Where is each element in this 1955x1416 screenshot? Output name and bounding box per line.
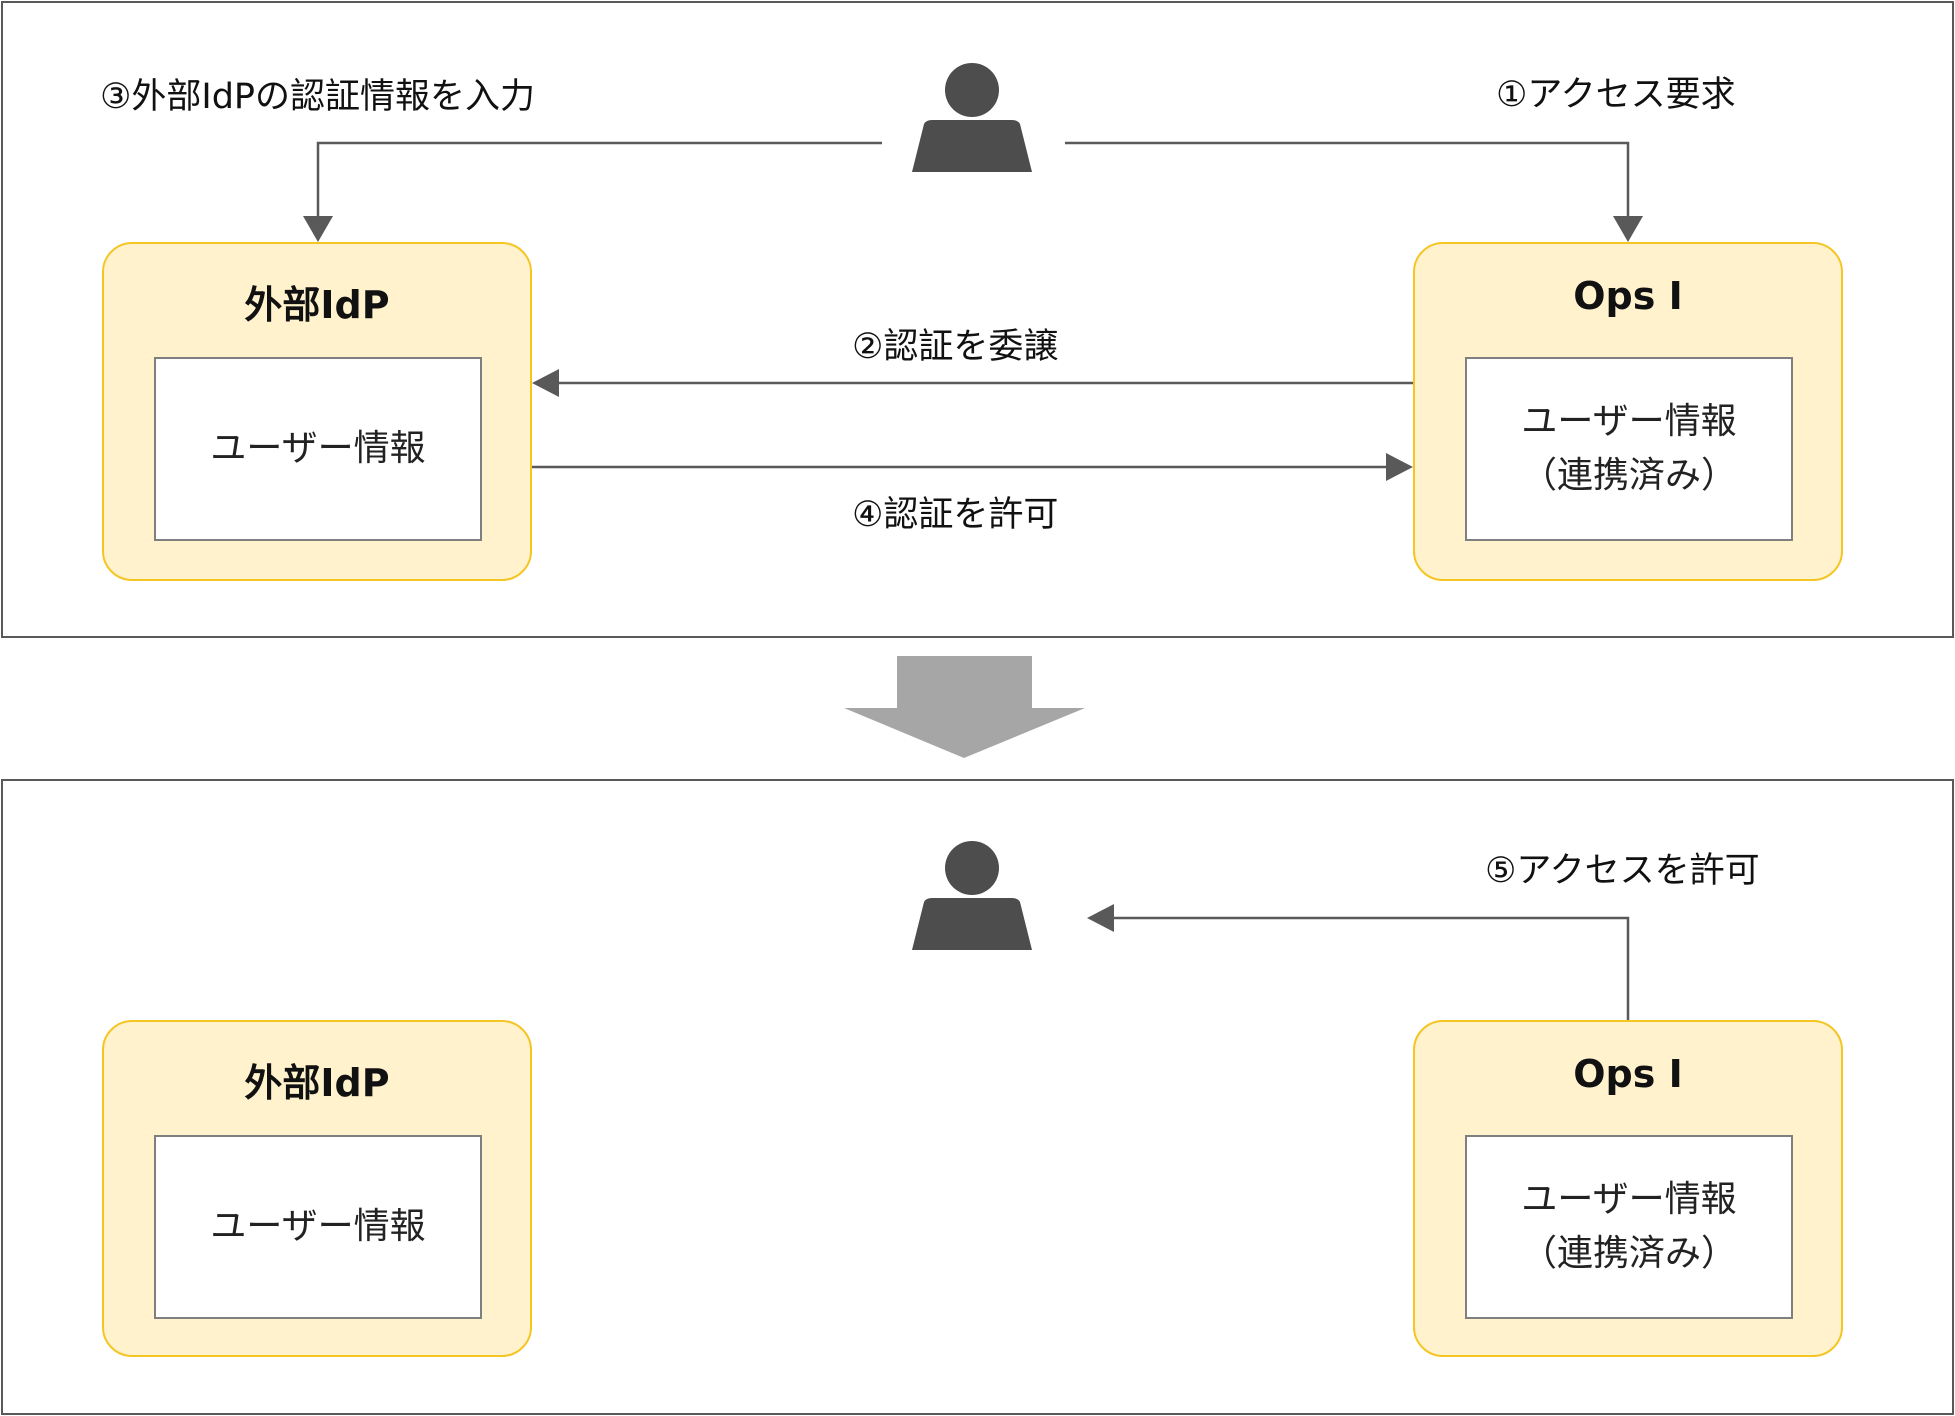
federated-user-info-label: ユーザー情報 (1521, 401, 1737, 442)
user-info-label: ユーザー情報 (210, 428, 426, 469)
user-info-box: ユーザー情報 (154, 357, 482, 541)
ops-i-title: Ops I (1573, 1052, 1683, 1096)
step1-label: ①アクセス要求 (1496, 75, 1736, 115)
ops-i-title: Ops I (1573, 274, 1683, 318)
federated-user-info-box: ユーザー情報 （連携済み） (1465, 1135, 1793, 1319)
federated-status-label: （連携済み） (1520, 1233, 1737, 1274)
ops-i-box: Ops I ユーザー情報 （連携済み） (1413, 1020, 1843, 1357)
federated-status-label: （連携済み） (1520, 455, 1737, 496)
step3-label: ③外部IdPの認証情報を入力 (100, 77, 536, 117)
person-icon (912, 841, 1032, 950)
step4-label: ④認証を許可 (852, 495, 1059, 535)
external-idp-box: 外部IdP ユーザー情報 (102, 242, 532, 581)
person-icon (912, 63, 1032, 172)
external-idp-box: 外部IdP ユーザー情報 (102, 1020, 532, 1357)
external-idp-title: 外部IdP (244, 283, 390, 327)
ops-i-box: Ops I ユーザー情報 （連携済み） (1413, 242, 1843, 581)
external-idp-title: 外部IdP (244, 1061, 390, 1105)
user-info-label: ユーザー情報 (210, 1206, 426, 1247)
federated-user-info-label: ユーザー情報 (1521, 1179, 1737, 1220)
step5-label: ⑤アクセスを許可 (1485, 851, 1760, 891)
federated-user-info-box: ユーザー情報 （連携済み） (1465, 357, 1793, 541)
transition-arrow (844, 656, 1085, 758)
user-info-box: ユーザー情報 (154, 1135, 482, 1319)
step2-label: ②認証を委譲 (852, 327, 1059, 367)
